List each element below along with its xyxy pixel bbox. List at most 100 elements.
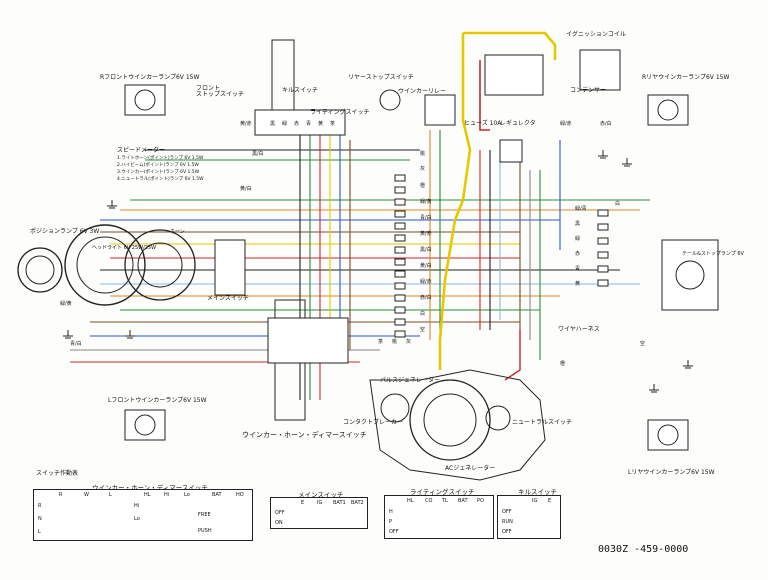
table-row-label: R: [38, 503, 42, 509]
winker-relay-body: [424, 94, 456, 126]
kill-switch-label: キルスイッチ: [282, 87, 319, 94]
table-row-label: Hi: [134, 503, 140, 509]
table-row-label: RUN: [502, 519, 513, 525]
rear-stop-switch-icon: [379, 89, 401, 111]
wire-color-tag: 緑: [282, 121, 288, 127]
wire-connector: [394, 318, 406, 326]
wire-connector: [394, 306, 406, 314]
table-row-label: L: [38, 529, 41, 535]
lighting-switch-table: HL CO TL BAT PO H P OFF: [384, 495, 494, 539]
headlight-lens: [76, 236, 134, 294]
table-header: IG: [317, 500, 323, 506]
contact-breaker-icon: [380, 393, 410, 423]
wire-color-tag: 緑/黄: [60, 301, 72, 307]
wire-color-tag: 赤/白: [600, 121, 612, 127]
table-row-label: PUSH: [198, 528, 212, 534]
wire-color-tag: 緑/青: [575, 206, 587, 212]
wire-connector: [394, 282, 406, 290]
kill-switch-table: IG E OFF RUN OFF: [497, 495, 561, 539]
kill-table-title: キルスイッチ: [518, 488, 557, 496]
speedo-lamp3-label: 3.ウインカー(ポイント)ランプ 6V 1.5W: [117, 170, 200, 175]
wire-harness-label: ワイヤハーネス: [558, 326, 600, 333]
main-switch-body: [214, 239, 246, 296]
table-row-label: OFF: [502, 529, 512, 535]
wire-color-tag: 空: [420, 327, 426, 333]
table-row-label: FREE: [198, 512, 211, 518]
table-row-label: Lo: [134, 516, 140, 522]
main-yellow-wire: [463, 31, 557, 60]
wire-color-tag: 橙: [560, 361, 566, 367]
wire-color-tag: 黄/白: [420, 263, 432, 269]
table-row-label: N: [38, 516, 42, 522]
wire-color-tag: 白: [420, 311, 426, 317]
table-row-label: OFF: [275, 510, 285, 516]
position-lamp-inner: [25, 255, 55, 285]
wire-connector: [394, 174, 406, 182]
wire-color-tag: 桃: [420, 151, 426, 157]
position-lamp-icon: [17, 247, 63, 293]
wire-connector: [394, 270, 406, 278]
speedo-lamp4-label: 4.ニュートラル(ポイント)ランプ 6V 1.5W: [117, 177, 204, 182]
ignition-coil-body: [484, 54, 544, 96]
table-row-label: ON: [275, 520, 283, 526]
table-header: BAT: [458, 498, 468, 504]
table-header: Lo: [184, 492, 190, 498]
rectifier-label: レギュレクタ: [500, 120, 536, 127]
winker-table-title: ウインカー・ホーン・ディマースイッチ: [92, 484, 208, 492]
contact-breaker-label: コンタクトブレーカー: [343, 419, 404, 426]
table-row-label: P: [389, 519, 393, 525]
wire-color-tag: 緑/黄: [420, 199, 432, 205]
winker-horn-dimmer-table: R W L HL Hi Lo BAT HO R N L Hi Lo FREE P…: [33, 489, 253, 541]
wire-color-tag: 白: [615, 201, 621, 207]
r-rear-winker-label: Rリヤウインカーランプ6V 15W: [642, 74, 730, 81]
wire-color-tag: 茶: [330, 121, 336, 127]
wire-color-tag: 空: [640, 341, 646, 347]
wire-color-tag: 青/白: [420, 215, 432, 221]
tail-lamp-bulb: [675, 260, 705, 290]
wire-connector: [597, 265, 609, 273]
table-header: TL: [442, 498, 448, 504]
wire-connector: [394, 330, 406, 338]
table-header: R: [59, 492, 63, 498]
speedo-lamp1-label: 1.ライトホーン(ポイント)ランプ 6V 1.5W: [117, 156, 204, 161]
table-header: HO: [236, 492, 244, 498]
headlight-label: ヘッドライト 6V 25W/25W: [92, 245, 157, 251]
table-row-label: OFF: [502, 509, 512, 515]
l-front-winker-icon-bulb: [134, 414, 156, 436]
wire-color-tag: 灰: [420, 166, 426, 172]
wire-connector: [597, 237, 609, 245]
wire-connector: [394, 246, 406, 254]
pulse-generator-label: パルスジェネレーター: [380, 377, 441, 384]
wire-color-tag: 桃: [392, 339, 398, 345]
condenser-label: コンデンサー: [570, 87, 607, 94]
table-row-label: H: [389, 509, 393, 515]
alternator-stator: [423, 393, 477, 447]
table-header: IG: [532, 498, 538, 504]
wire-connector: [597, 209, 609, 217]
wire-connector: [597, 279, 609, 287]
position-lamp-label: ポジションランプ 6V 3W: [30, 228, 100, 235]
tail-stop-lamp-label: テール&ストップランプ 6V: [682, 251, 744, 257]
wire-color-tag: 黄: [318, 121, 324, 127]
wire-connector: [394, 222, 406, 230]
speedometer-face: [137, 242, 183, 288]
table-header: BAT1: [333, 500, 346, 506]
switch-housing-top: [254, 109, 346, 136]
headlight-shell: [64, 224, 146, 306]
table-row-label: OFF: [389, 529, 399, 535]
wire-connector: [394, 198, 406, 206]
wire-color-tag: 黒/白: [420, 247, 432, 253]
table-header: W: [84, 492, 89, 498]
alternator-wire: [504, 330, 521, 381]
neutral-switch-icon: [485, 405, 511, 431]
wire-color-tag: 緑/赤: [560, 121, 572, 127]
winker-horn-dimmer-switch-label: ウインカー・ホーン・ディマースイッチ: [242, 431, 367, 439]
wire-color-tag: 赤: [294, 121, 300, 127]
wire-color-tag: 青: [575, 266, 581, 272]
tail-lamp-body: [661, 239, 719, 311]
table-header: BAT: [212, 492, 222, 498]
main-table-title: メインスイッチ: [298, 491, 344, 499]
speedometer-dial: [124, 229, 196, 301]
main-switch-label: メインスイッチ: [207, 295, 249, 302]
